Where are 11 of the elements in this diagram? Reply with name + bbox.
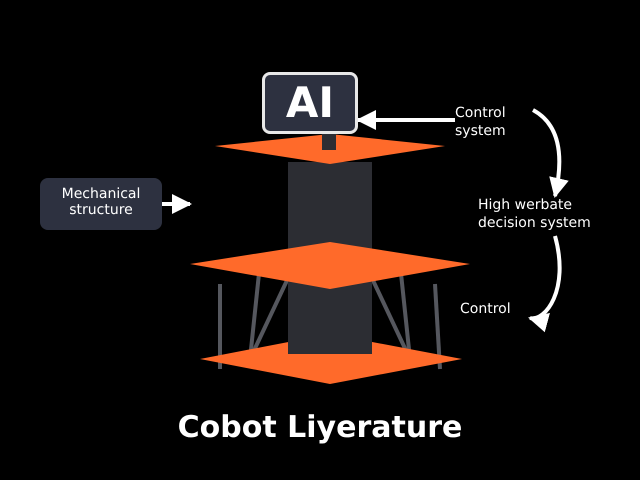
arrow (162, 194, 192, 214)
arrow (532, 108, 568, 198)
text-label: High werbate decision system (478, 196, 628, 236)
label-box (40, 178, 162, 230)
title: Cobot Liyerature (176, 410, 464, 445)
text-label: Control system (455, 104, 533, 144)
text-label: Control (460, 300, 530, 322)
node-text: Mechanical structure (60, 186, 142, 218)
arrow (356, 110, 455, 130)
arrow (528, 236, 562, 330)
sign-box: AI (262, 72, 358, 134)
